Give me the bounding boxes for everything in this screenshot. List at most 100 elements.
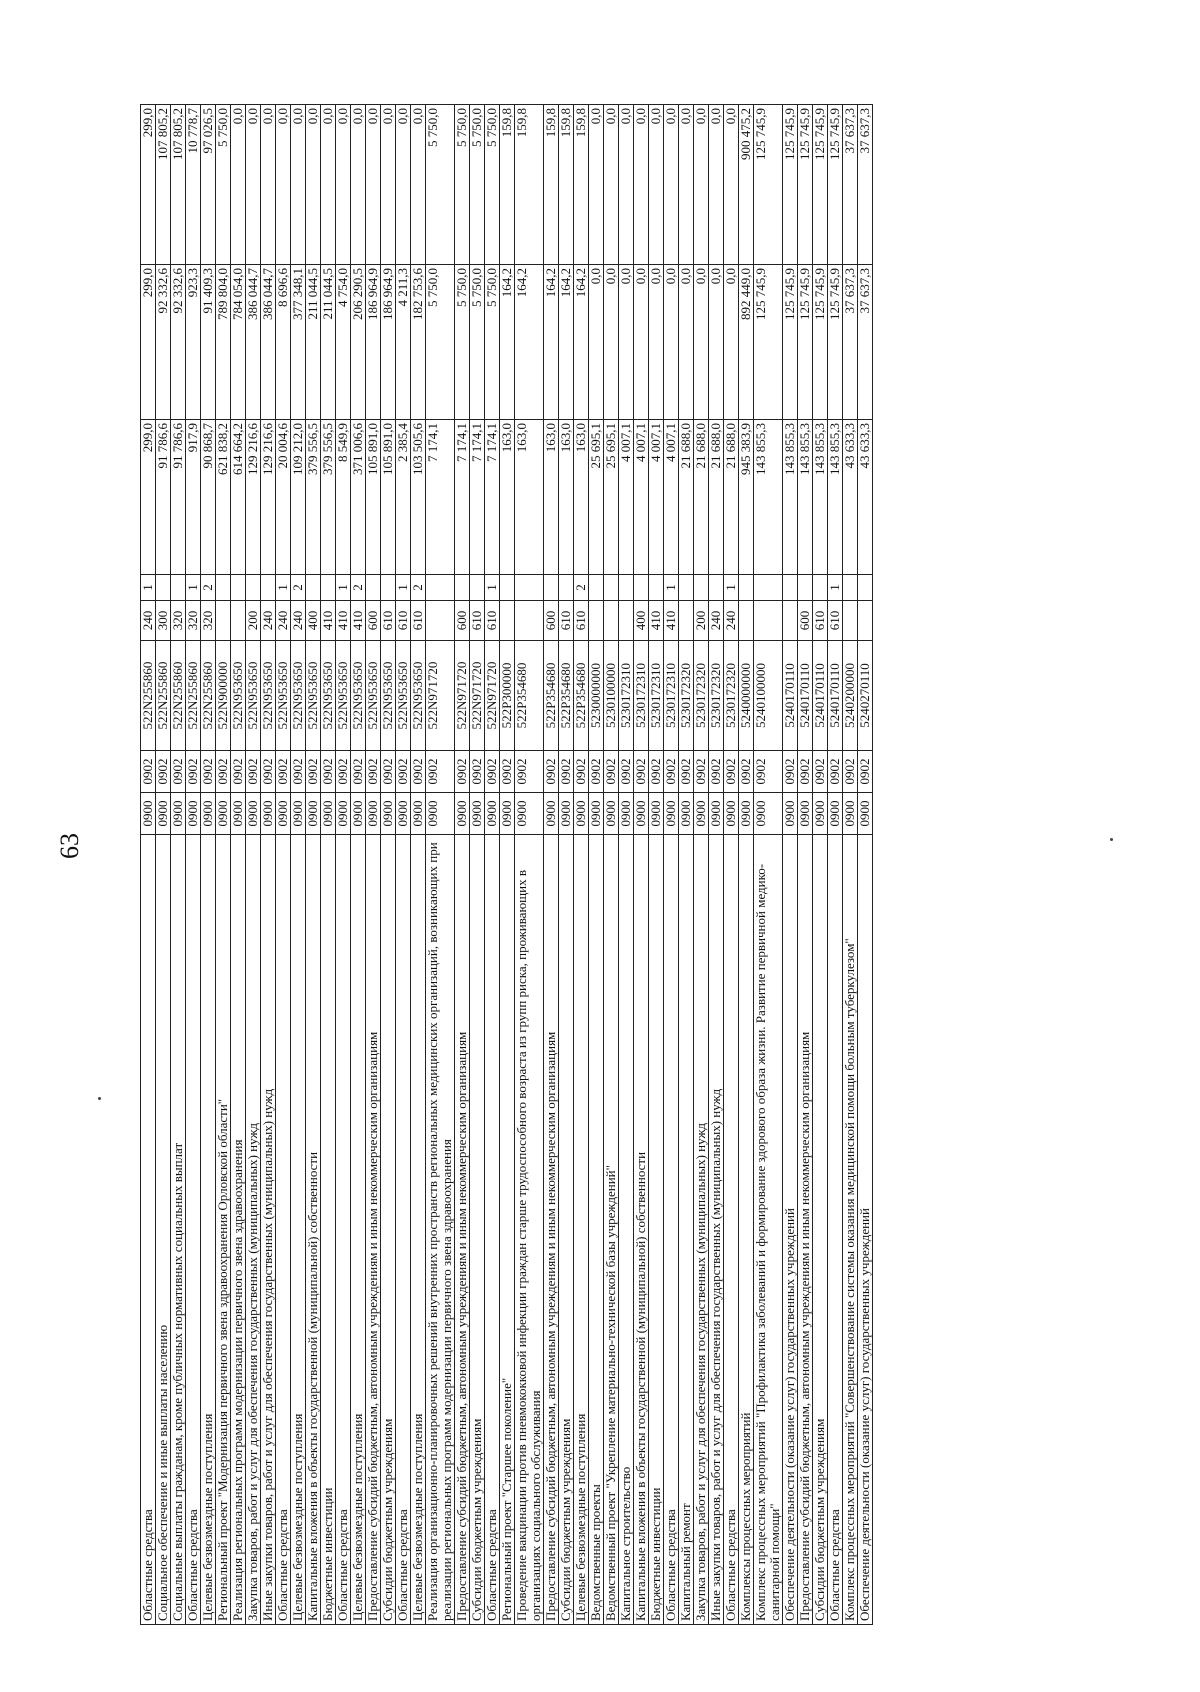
value-year-1: 379 556,5 <box>305 419 321 575</box>
row-name: Региональный проект "Старшее поколение" <box>499 834 515 1625</box>
expense-type-code: 240 <box>275 600 291 641</box>
value-year-3: 0,0 <box>633 104 649 265</box>
value-year-1: 25 695,1 <box>588 419 604 575</box>
row-name: Целевые безвозмездные поступления <box>350 834 366 1625</box>
expense-type-code <box>230 600 246 641</box>
row-name: Предоставление субсидий бюджетным, автон… <box>365 834 381 1625</box>
target-article-code: 522N953650 <box>290 640 306 751</box>
table-row: Обеспечение деятельности (оказание услуг… <box>857 104 873 1625</box>
value-year-2: 5 750,0 <box>454 264 470 420</box>
expense-type-code <box>588 600 604 641</box>
grbs-code: 0900 <box>603 792 619 835</box>
value-year-3: 0,0 <box>693 104 709 265</box>
expense-type-code <box>603 600 619 641</box>
section-code: 0902 <box>633 750 649 793</box>
scan-speck <box>98 1097 101 1100</box>
value-year-1: 143 855,3 <box>797 419 813 575</box>
source-code <box>155 574 171 601</box>
expense-type-code: 410 <box>663 600 679 641</box>
value-year-3: 0,0 <box>305 104 321 265</box>
section-code: 0902 <box>573 750 589 793</box>
grbs-code: 0900 <box>782 792 798 835</box>
source-code <box>365 574 381 601</box>
value-year-1: 129 216,6 <box>260 419 276 575</box>
value-year-1: 20 004,6 <box>275 419 291 575</box>
table-row: Капитальные вложения в объекты государст… <box>305 104 321 1625</box>
value-year-1: 21 688,0 <box>693 419 709 575</box>
value-year-3: 900 475,2 <box>738 104 754 265</box>
table-row: Закупка товаров, работ и услуг для обесп… <box>245 104 261 1625</box>
row-name: Субсидии бюджетным учреждениям <box>380 834 396 1625</box>
source-code <box>633 574 649 601</box>
target-article-code: 5240270110 <box>857 640 873 751</box>
target-article-code: 522N953650 <box>320 640 336 751</box>
source-code <box>648 574 664 601</box>
value-year-1: 91 786,6 <box>170 419 186 575</box>
target-article-code: 522N953650 <box>305 640 321 751</box>
target-article-code: 5230172320 <box>723 640 739 751</box>
expense-type-code: 320 <box>170 600 186 641</box>
value-year-2: 164,2 <box>514 264 544 420</box>
value-year-1: 8 549,9 <box>335 419 351 575</box>
source-code <box>543 574 559 601</box>
value-year-3: 5 750,0 <box>484 104 500 265</box>
value-year-1: 4 007,1 <box>618 419 634 575</box>
source-code: 1 <box>275 574 291 601</box>
expense-type-code: 600 <box>454 600 470 641</box>
expense-type-code: 600 <box>797 600 813 641</box>
target-article-code: 522N900000 <box>215 640 231 751</box>
value-year-1: 4 007,1 <box>648 419 664 575</box>
value-year-3: 37 637,3 <box>857 104 873 265</box>
target-article-code: 522P354680 <box>573 640 589 751</box>
section-code: 0902 <box>603 750 619 793</box>
row-name: Областные средства <box>484 834 500 1625</box>
expense-type-code <box>618 600 634 641</box>
expense-type-code: 610 <box>380 600 396 641</box>
row-name: Областные средства <box>185 834 201 1625</box>
target-article-code: 522N971720 <box>484 640 500 751</box>
grbs-code: 0900 <box>678 792 694 835</box>
row-name: Целевые безвозмездные поступления <box>290 834 306 1625</box>
source-code <box>588 574 604 601</box>
source-code <box>425 574 455 601</box>
grbs-code: 0900 <box>588 792 604 835</box>
value-year-1: 299,0 <box>140 419 156 575</box>
row-name: Социальные выплаты гражданам, кроме публ… <box>170 834 186 1625</box>
target-article-code: 5240170110 <box>797 640 813 751</box>
value-year-1: 7 174,1 <box>469 419 485 575</box>
grbs-code: 0900 <box>469 792 485 835</box>
section-code: 0902 <box>857 750 873 793</box>
source-code <box>618 574 634 601</box>
grbs-code: 0900 <box>260 792 276 835</box>
section-code: 0902 <box>648 750 664 793</box>
target-article-code: 522N971720 <box>454 640 470 751</box>
value-year-2: 164,2 <box>499 264 515 420</box>
expense-type-code <box>753 600 783 641</box>
value-year-2: 186 964,9 <box>365 264 381 420</box>
source-code <box>738 574 754 601</box>
target-article-code: 522N255860 <box>185 640 201 751</box>
section-code: 0902 <box>215 750 231 793</box>
grbs-code: 0900 <box>140 792 156 835</box>
source-code: 1 <box>395 574 411 601</box>
expense-type-code <box>514 600 544 641</box>
value-year-1: 7 174,1 <box>425 419 455 575</box>
row-name: Ведомственные проекты <box>588 834 604 1625</box>
target-article-code: 522N953650 <box>365 640 381 751</box>
grbs-code: 0900 <box>320 792 336 835</box>
row-name: Бюджетные инвестиции <box>320 834 336 1625</box>
grbs-code: 0900 <box>275 792 291 835</box>
row-name: Капитальные вложения в объекты государст… <box>305 834 321 1625</box>
expense-type-code: 610 <box>484 600 500 641</box>
value-year-1: 379 556,5 <box>320 419 336 575</box>
section-code: 0902 <box>155 750 171 793</box>
value-year-3: 125 745,9 <box>753 104 783 265</box>
section-code: 0902 <box>425 750 455 793</box>
source-code <box>603 574 619 601</box>
value-year-2: 37 637,3 <box>857 264 873 420</box>
value-year-1: 43 633,3 <box>842 419 858 575</box>
